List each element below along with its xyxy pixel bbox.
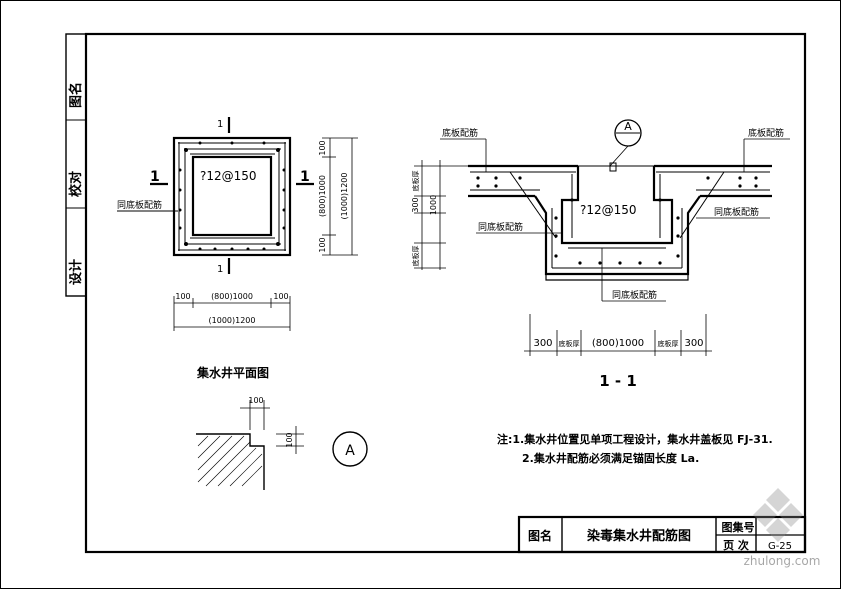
section-leader-top-right: 底板配筋 [748,127,784,139]
watermark: zhulong.com [744,488,821,568]
plan-rebar-dots [178,141,286,251]
plan-dim-bottom-total: (1000)1200 [209,316,256,325]
detail-dim-right: 100 [285,432,294,447]
section-dim-left-3: 300 [411,197,420,212]
title-block-page-value: G-25 [768,541,792,552]
stamp-design-label: 设计 [68,259,84,285]
section-title: 1 - 1 [599,372,637,390]
stamp-name-label: 图名 [68,82,84,108]
plan-section-mark-right: 1 [300,169,310,185]
section-pit-outer [534,195,701,276]
section-rebar-dots [476,176,758,265]
plan-section-mark-bottom: 1 [217,264,223,275]
drawing-frame [84,32,807,554]
plan-inner-wall [191,155,273,237]
plan-section-mark-left: 1 [150,169,160,185]
section-dims-left [414,160,470,270]
title-block-set-label: 图集号 [722,520,755,534]
plan-rebar-label: ?12@150 [200,169,257,183]
title-block-drawing-name: 染毒集水井配筋图 [586,528,691,544]
notes-line-1: 注:1.集水井位置见单项工程设计，集水井盖板见 FJ-31. [497,432,773,446]
notes-line-2: 2.集水井配筋必须满足锚固长度 La. [522,451,699,465]
section-leader-bottom: 同底板配筋 [612,289,657,301]
section-rebar-label: ?12@150 [580,203,637,217]
title-block-name-label: 图名 [528,528,552,543]
plan-dim-bottom-inner: (800)1000 [211,292,253,301]
section-dim-bottom-1: 300 [533,338,552,349]
section-dim-left-2: 1000 [429,195,438,215]
sump-plan-view: 1 1 1 1 ?12@150 同底板配筋 100 (800)1000 (100… [117,117,358,380]
plan-section-mark-top: 1 [217,119,223,130]
plan-dims-right [322,137,358,256]
plan-dim-right-top: 100 [318,140,327,155]
section-dims-bottom [524,314,712,356]
detail-dims [240,400,304,454]
section-leader-top-left: 底板配筋 [442,127,478,139]
section-1-1-view: A 底板配筋 底板配筋 同底板配筋 同底板配筋 同底板配筋 ?12@150 底板… [411,119,790,390]
section-dim-bottom-3: (800)1000 [592,338,644,349]
title-block-page-label: 页 次 [723,538,749,552]
side-stamp: 图名 校对 设计 [65,33,87,297]
plan-dim-right-inner: (800)1000 [318,175,327,217]
detail-callout-label: A [345,443,355,459]
stamp-check-label: 校对 [68,171,84,197]
section-leader-left: 同底板配筋 [478,221,523,233]
plan-dim-bottom-left: 100 [175,292,190,301]
section-pit-inner [560,166,674,245]
section-rebar [470,171,770,269]
watermark-text: zhulong.com [744,554,821,568]
section-dim-left-1: 底板厚 [411,171,420,192]
detail-hatch [197,435,263,487]
section-dim-left-4: 底板厚 [411,246,420,267]
watermark-logo [753,488,803,542]
detail-callout-circle [332,431,368,467]
plan-outer-wall [172,136,292,257]
plan-dims-bottom [173,296,291,331]
title-block: 图名 染毒集水井配筋图 图集号 页 次 G-25 [517,515,807,554]
plan-dim-bottom-right: 100 [273,292,288,301]
plan-dim-right-total: (1000)1200 [340,173,349,220]
section-leader-right: 同底板配筋 [714,206,759,218]
section-dim-bottom-4: 底板厚 [658,339,679,348]
plan-rebar [178,142,286,251]
detail-a: 100 100 A [196,396,368,490]
plan-dim-right-bottom: 100 [318,237,327,252]
plan-leader-label: 同底板配筋 [117,199,162,211]
section-dim-bottom-5: 300 [684,338,703,349]
section-dim-bottom-2: 底板厚 [559,339,580,348]
section-callout-label: A [624,120,632,133]
plan-title: 集水井平面图 [196,365,269,380]
detail-dim-top: 100 [248,396,263,405]
